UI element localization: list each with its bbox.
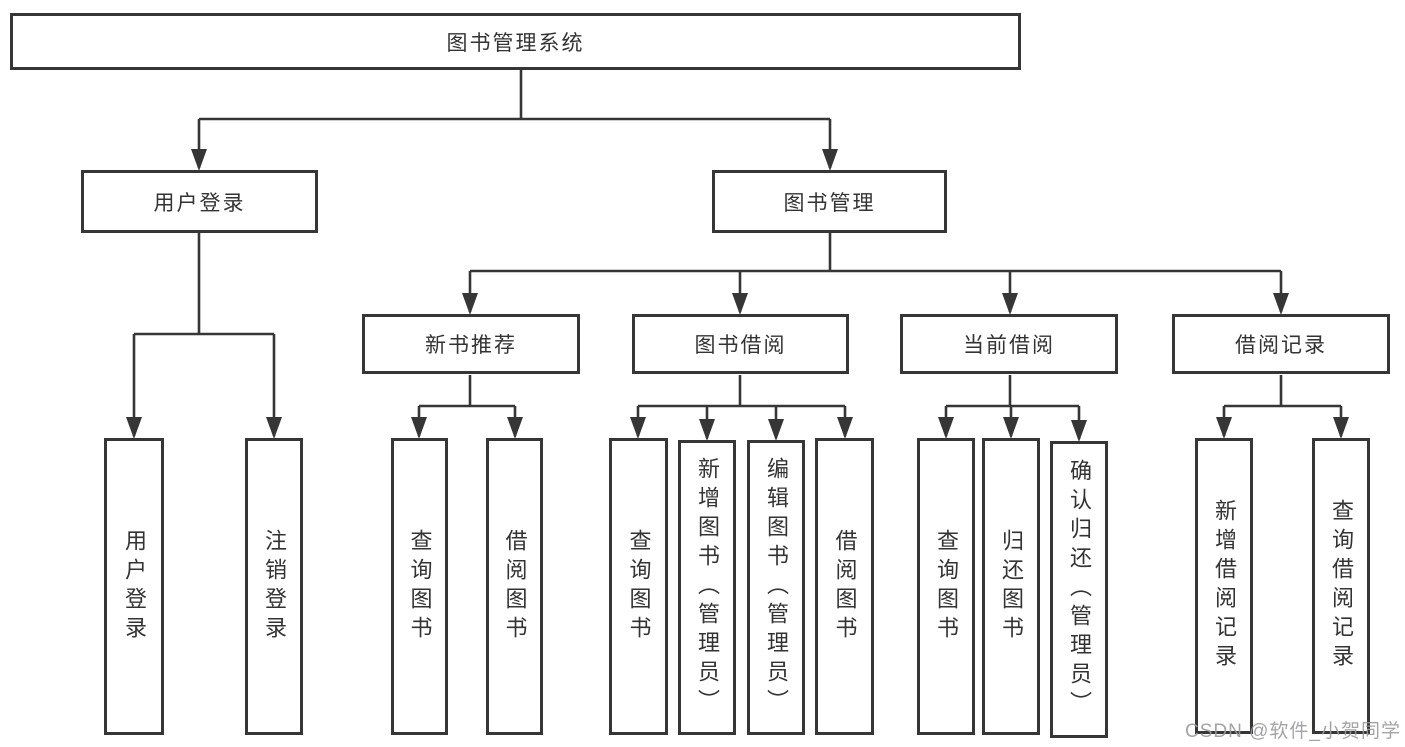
leaf-user-login: 用户登录 [104, 438, 164, 735]
leaf-query-books-recommend: 查询图书 [391, 438, 448, 735]
leaf-logout: 注销登录 [245, 438, 303, 735]
leaf-borrow-books: 借阅图书 [815, 438, 874, 735]
leaf-query-borrow-record: 查询借阅记录 [1312, 438, 1370, 734]
node-borrow-records: 借阅记录 [1172, 314, 1390, 374]
leaf-add-books-admin: 新增图书（管理员） [678, 440, 736, 735]
node-label: 图书管理系统 [446, 31, 585, 55]
leaf-label: 编辑图书（管理员） [764, 457, 789, 718]
leaf-label: 确认归还（管理员） [1067, 459, 1092, 720]
node-new-book-recommend: 新书推荐 [362, 314, 580, 374]
node-book-management: 图书管理 [712, 170, 947, 233]
node-label: 借阅记录 [1235, 334, 1327, 357]
leaf-label: 借阅图书 [832, 528, 858, 645]
leaf-confirm-return-admin: 确认归还（管理员） [1050, 441, 1108, 738]
node-label: 图书借阅 [694, 334, 787, 357]
node-current-borrow: 当前借阅 [900, 314, 1118, 374]
node-label: 新书推荐 [425, 334, 517, 357]
leaf-label: 借阅图书 [502, 528, 528, 645]
node-label: 用户登录 [153, 191, 246, 215]
leaf-label: 新增图书（管理员） [695, 457, 720, 718]
leaf-label: 新增借阅记录 [1212, 499, 1237, 673]
leaf-label: 查询借阅记录 [1329, 499, 1354, 673]
node-label: 图书管理 [783, 191, 876, 215]
leaf-label: 查询图书 [407, 528, 433, 645]
node-user-login: 用户登录 [81, 170, 318, 233]
leaf-borrow-books-recommend: 借阅图书 [486, 438, 543, 735]
csdn-watermark: CSDN @软件_小贺同学 [1185, 721, 1401, 742]
leaf-label: 查询图书 [934, 528, 959, 645]
leaf-label: 归还图书 [999, 528, 1024, 645]
leaf-label: 用户登录 [122, 528, 147, 645]
leaf-label: 注销登录 [262, 528, 287, 645]
leaf-edit-books-admin: 编辑图书（管理员） [747, 440, 805, 735]
node-label: 当前借阅 [963, 334, 1055, 357]
leaf-label: 查询图书 [626, 528, 652, 645]
node-book-borrow: 图书借阅 [632, 314, 849, 374]
node-library-management-system: 图书管理系统 [10, 13, 1021, 70]
leaf-query-books-borrow: 查询图书 [609, 438, 668, 735]
connector-group [126, 70, 1349, 442]
leaf-query-books-current: 查询图书 [917, 438, 975, 735]
leaf-add-borrow-record: 新增借阅记录 [1195, 438, 1253, 734]
leaf-return-books: 归还图书 [982, 438, 1040, 735]
